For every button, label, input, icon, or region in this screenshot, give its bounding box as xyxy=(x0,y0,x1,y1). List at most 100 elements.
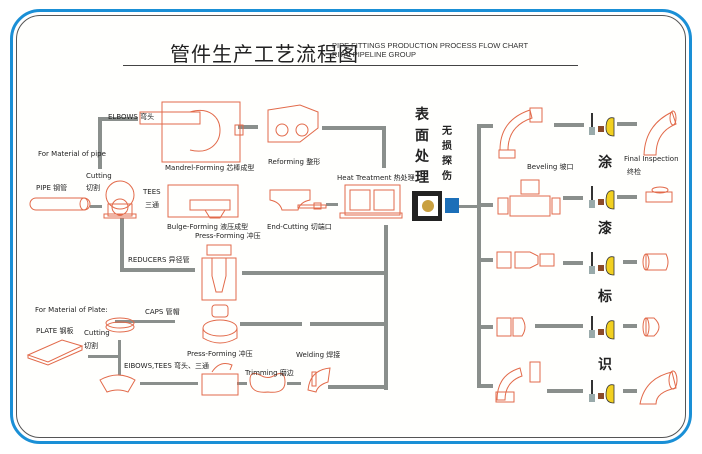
final-cap-4 xyxy=(642,317,660,337)
surface-treatment-machine xyxy=(412,191,442,221)
beveling-label: Beveling 坡口 xyxy=(527,163,574,171)
tees-label-en: TEES xyxy=(143,188,161,196)
elbow-press-illustration xyxy=(201,363,239,396)
line-pipe-cut xyxy=(90,205,102,208)
elbows-tees-label: EIBOWS,TEES 弯头、三通 xyxy=(124,362,210,370)
line-final-1 xyxy=(617,122,637,126)
line-final-4 xyxy=(623,324,637,328)
welding-label: Welding 焊接 xyxy=(296,351,341,359)
bevel-cap-4 xyxy=(496,317,526,337)
line-weld-main xyxy=(328,385,388,389)
surface-char-4: 理 xyxy=(415,170,429,186)
line-main-vert xyxy=(384,225,388,390)
trimming-illustration xyxy=(249,372,286,393)
line-bevel-1 xyxy=(554,123,584,127)
line-reducer-horiz xyxy=(120,268,195,272)
press-forming-reducer-illustration xyxy=(201,244,237,301)
line-endcut-heat xyxy=(326,203,338,206)
final-elbow-1 xyxy=(643,110,677,156)
final-inspection-en: Final Inspection xyxy=(624,155,679,163)
pipe-material-heading: For Material of pipe xyxy=(38,150,106,158)
welding-illustration xyxy=(307,367,331,393)
final-reducer-3 xyxy=(642,253,669,271)
ndt-char-1: 无 xyxy=(442,126,452,137)
line-bevel-2 xyxy=(563,196,583,200)
bevel-reducer-3 xyxy=(496,251,555,269)
cutting-machine-illustration xyxy=(103,180,137,219)
line-arc-press xyxy=(140,382,198,385)
line-ndt-out xyxy=(459,205,479,208)
line-final-2 xyxy=(617,195,637,199)
ndt-char-3: 探 xyxy=(442,156,452,167)
pipe-label: PIPE 钢管 xyxy=(36,184,68,192)
elbows-label: ELBOWS 弯头 xyxy=(108,113,155,121)
paint-tools-5 xyxy=(589,380,615,404)
final-inspection-cn: 终检 xyxy=(627,168,641,176)
plate-material-heading: For Material of Plate: xyxy=(35,306,108,314)
ndt-char-2: 损 xyxy=(442,141,452,152)
tees-label-cn: 三通 xyxy=(145,201,159,209)
title-rule xyxy=(123,65,578,66)
heat-treatment-illustration xyxy=(339,184,403,219)
bevel-tee-2 xyxy=(497,179,561,217)
reforming-label: Reforming 整形 xyxy=(268,158,321,166)
elbow-blank-illustration xyxy=(99,374,136,393)
line-right-vert xyxy=(477,124,481,388)
paint-tools-3 xyxy=(589,252,615,276)
paint-char-1: 涂 xyxy=(598,155,612,171)
line-tee-down xyxy=(120,218,124,270)
line-branch-3 xyxy=(477,258,493,262)
reforming-illustration xyxy=(267,104,319,143)
press-forming-label: Press-Forming 冲压 xyxy=(195,232,261,240)
line-trim-weld xyxy=(287,382,301,385)
line-bevel-3 xyxy=(563,261,583,265)
line-elbow-vert xyxy=(98,117,102,169)
paint-char-2: 漆 xyxy=(598,221,612,237)
heat-treatment-label: Heat Treatment 热处理 xyxy=(337,174,415,182)
outer-frame xyxy=(10,9,692,444)
paint-char-4: 识 xyxy=(598,357,612,373)
ndt-machine xyxy=(445,198,459,213)
final-tee-2 xyxy=(645,186,673,203)
bulge-forming-illustration xyxy=(167,184,239,219)
line-branch-1 xyxy=(477,124,493,128)
line-bevel-5 xyxy=(547,389,583,393)
title-cn: 管件生产工艺流程图 xyxy=(170,42,359,66)
line-branch-4 xyxy=(477,325,493,329)
line-reform-down xyxy=(382,126,386,168)
line-bevel-4 xyxy=(535,324,583,328)
line-caps-1 xyxy=(240,322,302,326)
plate-cutting-en: Cutting xyxy=(84,329,110,337)
surface-char-1: 表 xyxy=(415,107,429,123)
line-final-3 xyxy=(623,260,637,264)
paint-tools-2 xyxy=(589,186,615,210)
caps-press-illustration xyxy=(202,304,238,344)
pipe-cutting-cn: 切割 xyxy=(86,184,100,192)
line-reducer-main xyxy=(242,271,386,275)
reducers-label: REDUCERS 异径管 xyxy=(128,256,190,264)
mandrel-forming-label: Mandrel-Forming 芯棒成型 xyxy=(165,164,255,172)
line-reform-right xyxy=(322,126,384,130)
plate-press-forming-label: Press-Forming 冲压 xyxy=(187,350,253,358)
final-elbow-5 xyxy=(639,370,678,405)
bevel-elbow-5 xyxy=(495,361,541,403)
plate-illustration xyxy=(26,339,84,366)
surface-char-3: 处 xyxy=(415,149,429,165)
connector-lines xyxy=(88,117,637,393)
mandrel-forming-illustration xyxy=(139,101,244,163)
plate-cutting-cn: 切割 xyxy=(84,342,98,350)
paint-tools-4 xyxy=(589,316,615,340)
pipe-cutting-en: Cutting xyxy=(86,172,112,180)
line-caps-main xyxy=(310,322,386,326)
end-cutting-illustration xyxy=(269,189,327,211)
caps-label: CAPS 管帽 xyxy=(145,308,180,316)
trimming-label: Trimming 磨边 xyxy=(245,369,294,377)
bulge-forming-label: Bulge-Forming 液压成型 xyxy=(167,223,249,231)
title-en-line1: PIPE FITTINGS PRODUCTION PROCESS FLOW CH… xyxy=(332,41,529,50)
paint-tools-1 xyxy=(589,113,615,137)
line-branch-5 xyxy=(477,384,493,388)
line-press-trim xyxy=(237,382,247,385)
line-elbow-horiz xyxy=(98,117,138,121)
surface-char-2: 面 xyxy=(415,128,429,144)
